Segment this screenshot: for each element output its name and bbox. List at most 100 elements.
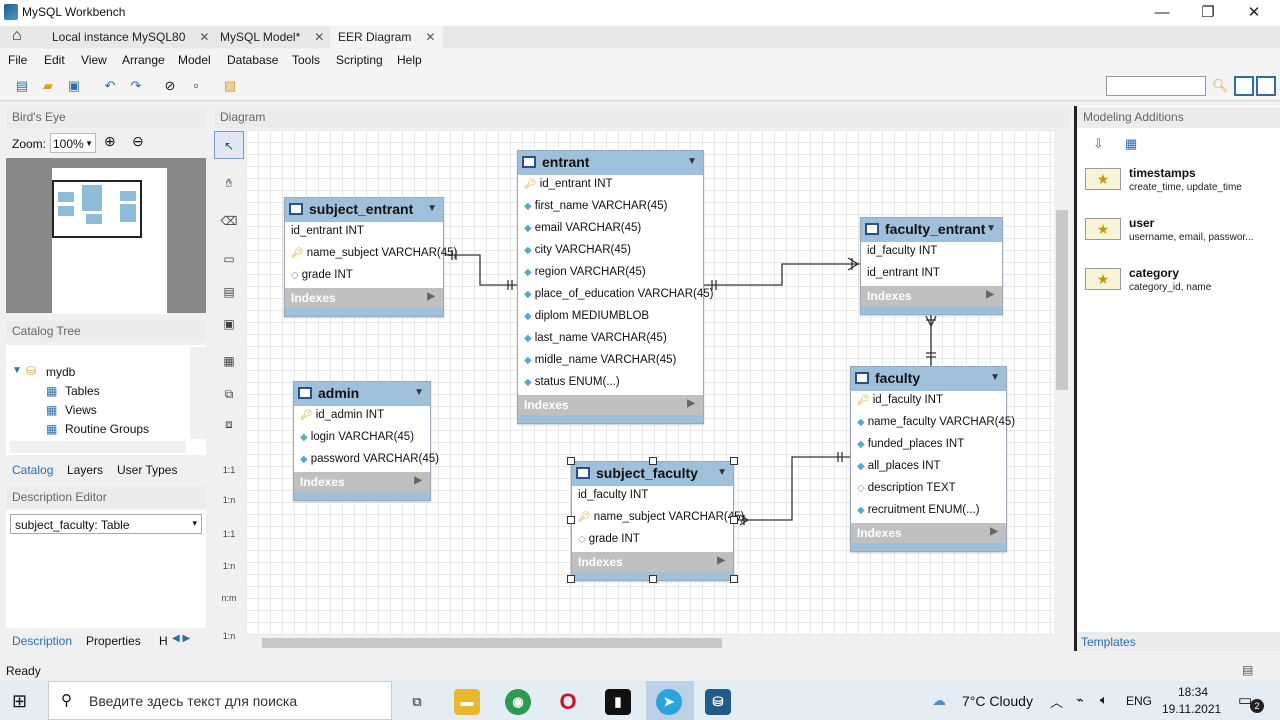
table-faculty[interactable]: faculty▼ 🔑︎id_faculty INT ◆name_faculty … — [850, 366, 1015, 552]
addition-timestamps[interactable]: ★ timestamps create_time, update_time — [1083, 162, 1275, 210]
jetbrains-icon[interactable]: ▮ — [605, 689, 631, 715]
column-row[interactable]: ◆status ENUM(...) — [518, 373, 703, 395]
tab-description[interactable]: Description — [12, 634, 73, 648]
save-icon[interactable]: ▣ — [67, 78, 81, 93]
eraser-tool-icon[interactable]: ⌫ — [220, 214, 238, 228]
zoom-out-icon[interactable]: ⊖ — [132, 133, 144, 149]
tree-item-routine-groups[interactable]: Routine Groups — [65, 422, 150, 436]
column-row[interactable]: id_entrant INT — [861, 264, 1002, 286]
column-row[interactable]: 🔑︎name_subject VARCHAR(45) — [285, 244, 457, 266]
resize-handle[interactable] — [567, 516, 575, 524]
indexes-section[interactable]: Indexes▶ — [572, 552, 733, 572]
undo-icon[interactable]: ↶ — [104, 78, 116, 93]
tree-db-mydb[interactable]: mydb — [46, 365, 76, 379]
note-tool-icon[interactable]: ▤ — [223, 285, 235, 299]
new-document-icon[interactable]: ▤ — [15, 78, 29, 93]
column-row[interactable]: ◇grade INT — [572, 530, 733, 552]
menu-arrange[interactable]: Arrange — [122, 53, 165, 67]
column-row[interactable]: ◆place_of_education VARCHAR(45) — [518, 285, 713, 307]
table-header[interactable]: faculty_entrant▼ — [861, 218, 1002, 242]
column-row[interactable]: 🔑︎id_faculty INT — [851, 391, 1006, 413]
zoom-in-icon[interactable]: ⊕ — [104, 133, 116, 149]
routine-group-tool-icon[interactable]: ⧈ — [225, 417, 233, 431]
toggle-grid-icon[interactable]: ⊘ — [164, 78, 176, 93]
column-row[interactable]: ◆login VARCHAR(45) — [294, 428, 430, 450]
weather-text[interactable]: 7°C Cloudy — [962, 693, 1033, 709]
expand-icon[interactable]: ▶ — [986, 289, 994, 300]
hand-tool-icon[interactable]: ✋︎ — [225, 176, 233, 190]
menu-scripting[interactable]: Scripting — [336, 53, 383, 67]
taskbar-search-box[interactable]: ⚲ Введите здесь текст для поиска — [48, 681, 392, 720]
indexes-section[interactable]: Indexes▶ — [285, 288, 443, 308]
open-folder-icon[interactable]: ▰ — [43, 78, 53, 93]
collapse-icon[interactable]: ▼ — [687, 156, 697, 167]
table-tool-icon[interactable]: ▦ — [223, 354, 235, 368]
clock-date[interactable]: 19.11.2021 — [1162, 702, 1222, 716]
column-row[interactable]: ◆first_name VARCHAR(45) — [518, 197, 703, 219]
close-icon[interactable]: ✕ — [425, 30, 436, 44]
column-row[interactable]: ◆city VARCHAR(45) — [518, 241, 703, 263]
relation-n-m-tool-icon[interactable]: n:m — [214, 584, 244, 612]
tab-model[interactable]: MySQL Model*✕ — [212, 26, 332, 48]
menu-edit[interactable]: Edit — [44, 53, 65, 67]
column-row[interactable]: ◆all_places INT — [851, 457, 1006, 479]
column-row[interactable]: 🔑︎name_subject VARCHAR(45) — [572, 508, 744, 530]
view-tool-icon[interactable]: ⧉ — [224, 387, 234, 401]
zoom-select[interactable]: 100%▼ — [50, 133, 96, 153]
mysql-workbench-icon[interactable]: ⛁ — [705, 689, 731, 715]
layer-tool-icon[interactable]: ▭ — [223, 252, 235, 266]
network-icon[interactable]: ⌁ — [1076, 692, 1084, 707]
notification-icon[interactable]: ▭ — [1238, 692, 1253, 709]
minimize-button[interactable]: — — [1154, 4, 1170, 21]
tab-eer-diagram[interactable]: EER Diagram✕ — [330, 26, 444, 48]
column-row[interactable]: ◆midle_name VARCHAR(45) — [518, 351, 703, 373]
home-icon[interactable]: ⌂ — [12, 27, 22, 44]
column-row[interactable]: id_faculty INT — [572, 486, 733, 508]
description-editor[interactable]: subject_faculty: Table▾ — [6, 510, 206, 628]
search-input[interactable] — [1106, 76, 1206, 96]
table-subject-faculty[interactable]: subject_faculty▼ id_faculty INT 🔑︎name_s… — [571, 461, 744, 581]
opera-icon[interactable]: O — [559, 689, 577, 714]
tree-item-tables[interactable]: Tables — [65, 384, 100, 398]
resize-handle[interactable] — [649, 575, 657, 583]
collapse-icon[interactable]: ▼ — [986, 223, 996, 234]
expand-icon[interactable]: ▶ — [717, 555, 725, 566]
relation-existing-tool-icon[interactable]: 1:n — [214, 622, 244, 650]
image-tool-icon[interactable]: ▣ — [223, 317, 235, 331]
table-header[interactable]: admin▼ — [294, 382, 430, 406]
resize-handle[interactable] — [567, 575, 575, 583]
description-object-select[interactable]: subject_faculty: Table▾ — [10, 514, 202, 534]
task-view-icon[interactable]: ⧉ — [412, 694, 422, 709]
diagram-vertical-scrollbar[interactable] — [1054, 130, 1070, 635]
relation-1-n-id-tool-icon[interactable]: 1:n — [214, 552, 244, 580]
column-row[interactable]: ◆diplom MEDIUMBLOB — [518, 307, 703, 329]
toggle-secondary-sidebar-icon[interactable] — [1256, 76, 1276, 96]
table-header[interactable]: subject_entrant▼ — [285, 198, 443, 222]
tab-properties[interactable]: Properties — [86, 634, 141, 648]
toggle-sidebar-icon[interactable] — [1234, 76, 1254, 96]
relation-1-n-tool-icon[interactable]: 1:n — [214, 486, 244, 514]
table-header[interactable]: faculty▼ — [851, 367, 1006, 391]
edit-template-icon[interactable]: ▦ — [1125, 136, 1138, 151]
column-row[interactable]: 🔑︎id_entrant INT — [518, 175, 703, 197]
chrome-icon[interactable]: ◉ — [505, 689, 531, 715]
indexes-section[interactable]: Indexes▶ — [851, 523, 1006, 543]
output-panel-icon[interactable]: ▤ — [1242, 663, 1254, 677]
horizontal-scrollbar[interactable] — [10, 441, 186, 453]
table-header[interactable]: entrant▼ — [518, 151, 703, 175]
column-row[interactable]: ◆last_name VARCHAR(45) — [518, 329, 703, 351]
birds-eye-view[interactable] — [6, 158, 206, 314]
column-row[interactable]: ◇grade INT — [285, 266, 443, 288]
relation-1-1-tool-icon[interactable]: 1:1 — [214, 456, 244, 484]
column-row[interactable]: ◆password VARCHAR(45) — [294, 450, 439, 472]
search-icon[interactable]: 🔍︎ — [1211, 78, 1229, 93]
expand-icon[interactable]: ▶ — [427, 291, 435, 302]
resize-handle[interactable] — [649, 457, 657, 465]
scrollbar-thumb[interactable] — [262, 638, 722, 648]
collapse-icon[interactable]: ▼ — [427, 203, 437, 214]
indexes-section[interactable]: Indexes▶ — [861, 286, 1002, 306]
maximize-button[interactable]: ❐ — [1201, 4, 1215, 21]
menu-tools[interactable]: Tools — [292, 53, 321, 67]
resize-handle[interactable] — [567, 457, 575, 465]
tree-item-views[interactable]: Views — [65, 403, 97, 417]
